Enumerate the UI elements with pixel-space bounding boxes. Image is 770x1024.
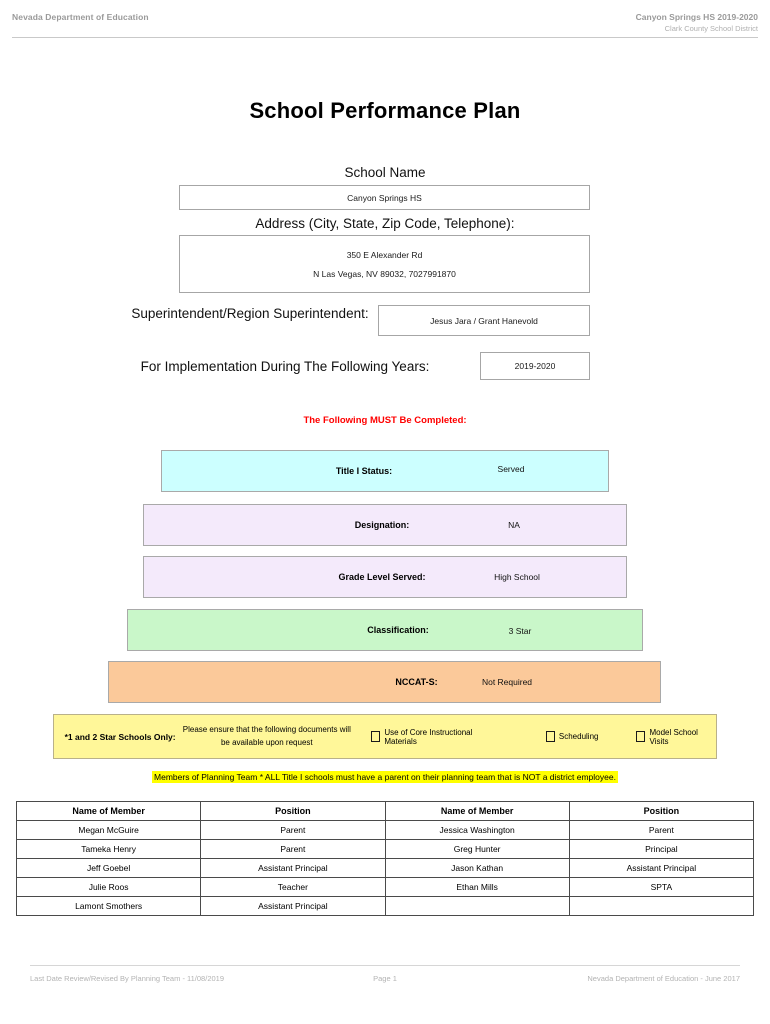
planning-team-notice: Members of Planning Team * ALL Title I s… xyxy=(0,767,770,785)
header-school-info: Canyon Springs HS 2019-2020 Clark County… xyxy=(636,12,758,33)
member-name-cell[interactable]: Jeff Goebel xyxy=(15,858,202,878)
status-bar-classification-label: Classification: xyxy=(367,625,429,635)
status-bar-nccat-s-label: NCCAT-S: xyxy=(395,677,438,687)
table-row: Julie Roos Teacher Ethan Mills SPTA xyxy=(15,877,755,897)
table-header-row: Name of Member Position Name of Member P… xyxy=(15,801,755,821)
member-position-cell[interactable]: Teacher xyxy=(200,877,386,897)
member-name-cell[interactable]: Greg Hunter xyxy=(384,839,570,859)
page-footer: Last Date Review/Revised By Planning Tea… xyxy=(30,974,740,990)
planning-team-notice-text: Members of Planning Team * ALL Title I s… xyxy=(152,771,618,783)
table-row: Megan McGuire Parent Jessica Washington … xyxy=(15,820,755,840)
status-bar-nccat-s-value: Not Required xyxy=(481,677,533,687)
school-name-label: School Name xyxy=(344,165,426,180)
star-schools-bar: *1 and 2 Star Schools Only: Please ensur… xyxy=(53,714,717,759)
status-bar-title-i-label: Title I Status: xyxy=(335,466,393,476)
header-divider xyxy=(12,37,758,38)
address-line-2: N Las Vegas, NV 89032, 7027991870 xyxy=(313,268,456,279)
checkbox-model-school-visits[interactable]: Model School Visits xyxy=(636,728,716,746)
checkbox-icon[interactable] xyxy=(371,731,381,742)
status-bar-designation-label: Designation: xyxy=(354,520,410,530)
member-name-cell[interactable] xyxy=(384,896,570,916)
member-name-cell[interactable]: Ethan Mills xyxy=(384,877,570,897)
status-bar-classification-value: 3 Star xyxy=(508,626,532,636)
status-bar-grade-level-served[interactable]: Grade Level Served: High School xyxy=(143,556,627,598)
address-line-1: 350 E Alexander Rd xyxy=(346,249,423,260)
header-agency-name: Nevada Department of Education xyxy=(12,12,149,22)
member-name-cell[interactable]: Lamont Smothers xyxy=(15,896,202,916)
member-name-cell[interactable]: Tameka Henry xyxy=(15,839,202,859)
status-bar-classification[interactable]: Classification: 3 Star xyxy=(127,609,643,651)
checkbox-core-materials[interactable]: Use of Core Instructional Materials xyxy=(371,728,502,746)
footer-divider xyxy=(30,965,740,966)
checkbox-scheduling-label: Scheduling xyxy=(558,732,599,741)
superintendent-field[interactable]: Jesus Jara / Grant Hanevold xyxy=(378,305,590,336)
planning-team-members-table: Name of Member Position Name of Member P… xyxy=(15,801,755,916)
checkbox-icon[interactable] xyxy=(636,731,646,742)
school-name-field[interactable]: Canyon Springs HS xyxy=(179,185,590,210)
footer-revision-date: Last Date Review/Revised By Planning Tea… xyxy=(30,974,225,983)
status-bar-designation-value: NA xyxy=(508,520,520,530)
table-row: Jeff Goebel Assistant Principal Jason Ka… xyxy=(15,858,755,878)
table-row: Tameka Henry Parent Greg Hunter Principa… xyxy=(15,839,755,859)
member-position-cell[interactable]: Assistant Principal xyxy=(200,858,386,878)
status-bar-title-i-value: Served xyxy=(497,464,525,474)
status-bar-designation[interactable]: Designation: NA xyxy=(143,504,627,546)
table-row: Lamont Smothers Assistant Principal xyxy=(15,896,755,916)
footer-source: Nevada Department of Education - June 20… xyxy=(587,974,740,983)
member-position-cell[interactable] xyxy=(568,896,755,916)
column-header-position-2: Position xyxy=(568,801,755,821)
member-position-cell[interactable]: Parent xyxy=(568,820,755,840)
page-title: School Performance Plan xyxy=(249,98,521,123)
status-bar-title-i[interactable]: Title I Status: Served xyxy=(161,450,609,492)
member-position-cell[interactable]: SPTA xyxy=(568,877,755,897)
status-bar-grade-level-served-label: Grade Level Served: xyxy=(338,572,426,582)
column-header-position-1: Position xyxy=(200,801,386,821)
implementation-years-label: For Implementation During The Following … xyxy=(140,359,430,374)
header-district: Clark County School District xyxy=(664,24,758,33)
checkbox-model-school-visits-label: Model School Visits xyxy=(649,727,698,746)
checkbox-icon[interactable] xyxy=(545,731,555,742)
status-bar-grade-level-served-value: High School xyxy=(494,572,540,582)
member-name-cell[interactable]: Jason Kathan xyxy=(384,858,570,878)
member-position-cell[interactable]: Assistant Principal xyxy=(200,896,386,916)
star-schools-note: Please ensure that the following documen… xyxy=(182,725,351,747)
page-header: Nevada Department of Education Canyon Sp… xyxy=(0,10,770,48)
superintendent-label: Superintendent/Region Superintendent: xyxy=(131,306,369,321)
header-school-year: Canyon Springs HS 2019-2020 xyxy=(635,12,758,22)
status-bar-nccat-s[interactable]: NCCAT-S: Not Required xyxy=(108,661,661,703)
address-field[interactable]: 350 E Alexander Rd N Las Vegas, NV 89032… xyxy=(179,235,590,293)
member-name-cell[interactable]: Megan McGuire xyxy=(15,820,202,840)
star-schools-title: *1 and 2 Star Schools Only: xyxy=(64,731,176,742)
address-label: Address (City, State, Zip Code, Telephon… xyxy=(255,216,515,231)
member-position-cell[interactable]: Assistant Principal xyxy=(568,858,755,878)
member-name-cell[interactable]: Jessica Washington xyxy=(384,820,570,840)
checkbox-scheduling[interactable]: Scheduling xyxy=(545,731,599,742)
member-name-cell[interactable]: Julie Roos xyxy=(15,877,202,897)
member-position-cell[interactable]: Principal xyxy=(568,839,755,859)
member-position-cell[interactable]: Parent xyxy=(200,820,386,840)
column-header-name-1: Name of Member xyxy=(15,801,202,821)
implementation-years-field[interactable]: 2019-2020 xyxy=(480,352,590,380)
checkbox-core-materials-label: Use of Core Instructional Materials xyxy=(384,727,473,746)
column-header-name-2: Name of Member xyxy=(384,801,570,821)
member-position-cell[interactable]: Parent xyxy=(200,839,386,859)
footer-page-number: Page 1 xyxy=(373,974,397,983)
must-be-completed-notice: The Following MUST Be Completed: xyxy=(303,415,467,426)
